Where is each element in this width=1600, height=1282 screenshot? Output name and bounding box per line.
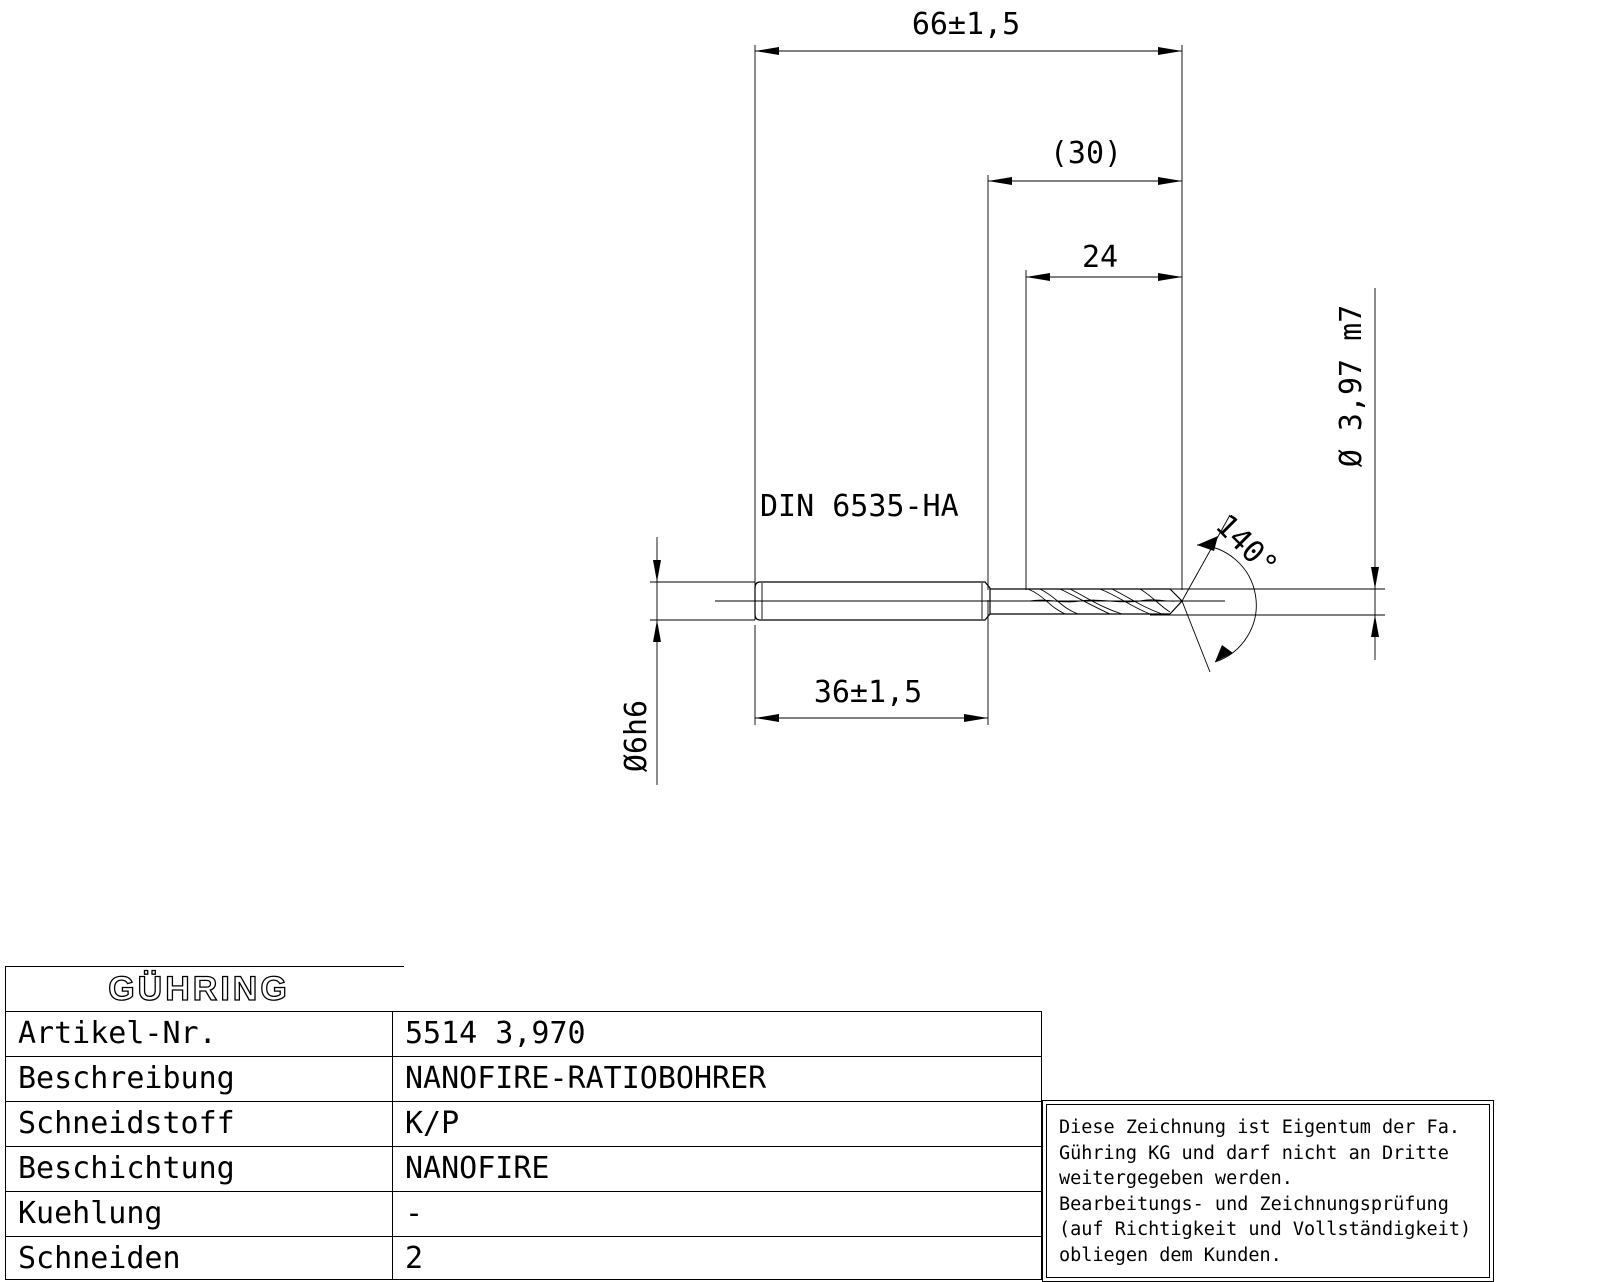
notice-line: (auf Richtigkeit und Vollständigkeit) — [1059, 1219, 1472, 1240]
drill-outline — [715, 581, 1225, 621]
ownership-notice: Diese Zeichnung ist Eigentum der Fa. Güh… — [1042, 1100, 1494, 1282]
company-logo: GÜHRING — [108, 969, 290, 1008]
dimension-point-angle: 140° — [1181, 508, 1284, 673]
row-label-schneiden: Schneiden — [5, 1236, 393, 1280]
dimension-overall-length-label: 66±1,5 — [912, 7, 1020, 42]
dimension-flute-length-label: 24 — [1082, 240, 1118, 275]
row-label-kuehlung: Kuehlung — [5, 1191, 393, 1237]
row-label-artikel-nr: Artikel-Nr. — [5, 1011, 393, 1057]
notice-line: Gühring KG und darf nicht an Dritte — [1059, 1142, 1449, 1164]
row-value-artikel-nr: 5514 3,970 — [392, 1011, 1042, 1057]
title-block-header-blank — [392, 966, 404, 1012]
row-value-kuehlung: - — [392, 1191, 1042, 1237]
row-value-schneidstoff: K/P — [392, 1101, 1042, 1147]
dimension-shank-length: 36±1,5 — [754, 600, 989, 725]
row-label-schneidstoff: Schneidstoff — [5, 1101, 393, 1147]
notice-line: Diese Zeichnung ist Eigentum der Fa. — [1059, 1117, 1460, 1138]
row-value-schneiden: 2 — [392, 1236, 1042, 1280]
dimension-flute-reference-label: (30) — [1050, 136, 1122, 171]
row-value-beschreibung: NANOFIRE-RATIOBOHRER — [392, 1056, 1042, 1102]
standard-note: DIN 6535-HA — [760, 489, 959, 524]
dimension-cutting-diameter: Ø 3,97 m7 — [1150, 288, 1385, 660]
row-label-beschichtung: Beschichtung — [5, 1146, 393, 1192]
ownership-notice-frame: Diese Zeichnung ist Eigentum der Fa. Güh… — [1046, 1104, 1490, 1278]
notice-line: Bearbeitungs- und Zeichnungsprüfung — [1059, 1193, 1449, 1215]
dimension-flute-reference: (30) — [987, 136, 1182, 590]
row-label-beschreibung: Beschreibung — [5, 1056, 393, 1102]
dimension-shank-length-label: 36±1,5 — [814, 675, 922, 710]
dimension-shank-diameter: Ø6h6 — [619, 537, 755, 785]
company-logo-cell: GÜHRING — [5, 966, 393, 1012]
notice-line: obliegen dem Kunden. — [1059, 1244, 1282, 1266]
dimension-flute-length: 24 — [1025, 240, 1182, 590]
dimension-shank-diameter-label: Ø6h6 — [619, 700, 654, 772]
row-value-beschichtung: NANOFIRE — [392, 1146, 1042, 1192]
dimension-cutting-diameter-label: Ø 3,97 m7 — [1334, 305, 1369, 468]
notice-line: weitergegeben werden. — [1059, 1168, 1293, 1189]
dimension-overall-length: 66±1,5 — [754, 7, 1183, 620]
